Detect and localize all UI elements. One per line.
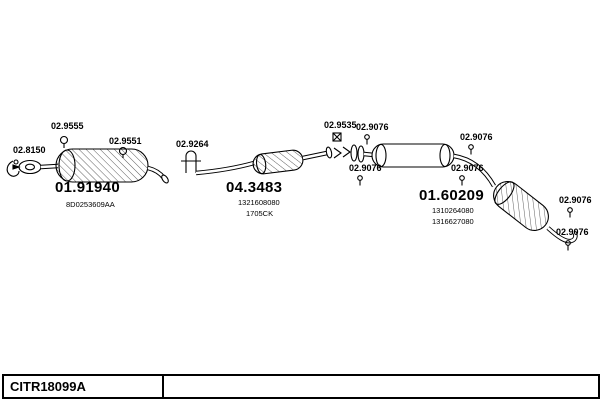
rear-connect-pipe-inner — [453, 154, 496, 187]
catalyst-body — [252, 149, 304, 175]
ref-label-hanger-3[interactable]: 02.9076 — [460, 132, 493, 142]
rear-muffler-body — [493, 180, 549, 232]
hanger-bolt-icon-6 — [565, 240, 571, 251]
hanger-bolt-icon-1 — [364, 134, 370, 145]
u-bolt-clamp-icon — [181, 150, 201, 173]
oem-ref-catalyst-2: 1705CK — [246, 209, 274, 218]
silencer-outlet-flange — [161, 174, 169, 184]
hanger-bolt-icon-2 — [357, 175, 363, 186]
oem-ref-mid-silencer-1: 1310264080 — [432, 206, 474, 215]
ref-label-mid-gasket[interactable]: 02.9535 — [324, 120, 357, 130]
oem-ref-mid-silencer-2: 1316627080 — [432, 217, 474, 226]
clamp-icon-rear — [118, 146, 128, 158]
tail-pipe-inner — [547, 227, 577, 243]
clamp-icon-front — [59, 135, 69, 148]
ref-label-clamp-mid[interactable]: 02.9264 — [176, 139, 209, 149]
catalyst-outlet-pipe-inner — [302, 151, 328, 160]
joint-spring-icons — [333, 146, 351, 159]
catalyst-outlet-flange — [325, 146, 333, 159]
footer-bar: CITR18099A — [2, 374, 600, 399]
mid-silencer-body — [371, 143, 455, 168]
flange-joint-icon — [350, 144, 365, 163]
part-number-catalyst[interactable]: 04.3483 — [226, 179, 283, 196]
silencer-inlet-pipe-inner — [40, 164, 59, 169]
ref-label-hanger-5[interactable]: 02.9076 — [559, 195, 592, 205]
square-gasket-icon — [332, 132, 342, 142]
hanger-bolt-icon-5 — [567, 207, 573, 218]
part-number-rear-silencer[interactable]: 01.91940 — [55, 179, 120, 196]
diagram-code: CITR18099A — [4, 376, 164, 397]
ring-gasket-icon — [12, 159, 42, 175]
front-pipe-inner — [195, 161, 255, 175]
ref-label-hanger-1[interactable]: 02.9076 — [356, 122, 389, 132]
ref-label-hanger-2[interactable]: 02.9076 — [349, 163, 382, 173]
hanger-bolt-icon-3 — [468, 144, 474, 155]
ref-label-clamp-rear[interactable]: 02.9551 — [109, 136, 142, 146]
ref-label-front-gasket[interactable]: 02.8150 — [13, 145, 46, 155]
hanger-bolt-icon-4 — [459, 175, 465, 186]
oem-ref-catalyst-1: 1321608080 — [238, 198, 280, 207]
ref-label-hanger-6[interactable]: 02.9076 — [556, 227, 589, 237]
front-hanger-hook-icon — [6, 159, 20, 177]
oem-ref-rear-silencer: 8D0253609AA — [66, 200, 115, 209]
rear-silencer-body — [55, 148, 149, 183]
ref-label-clamp-front[interactable]: 02.9555 — [51, 121, 84, 131]
ref-label-hanger-4[interactable]: 02.9076 — [451, 163, 484, 173]
footer-empty-cell — [164, 376, 598, 397]
part-number-mid-silencer[interactable]: 01.60209 — [419, 187, 484, 204]
